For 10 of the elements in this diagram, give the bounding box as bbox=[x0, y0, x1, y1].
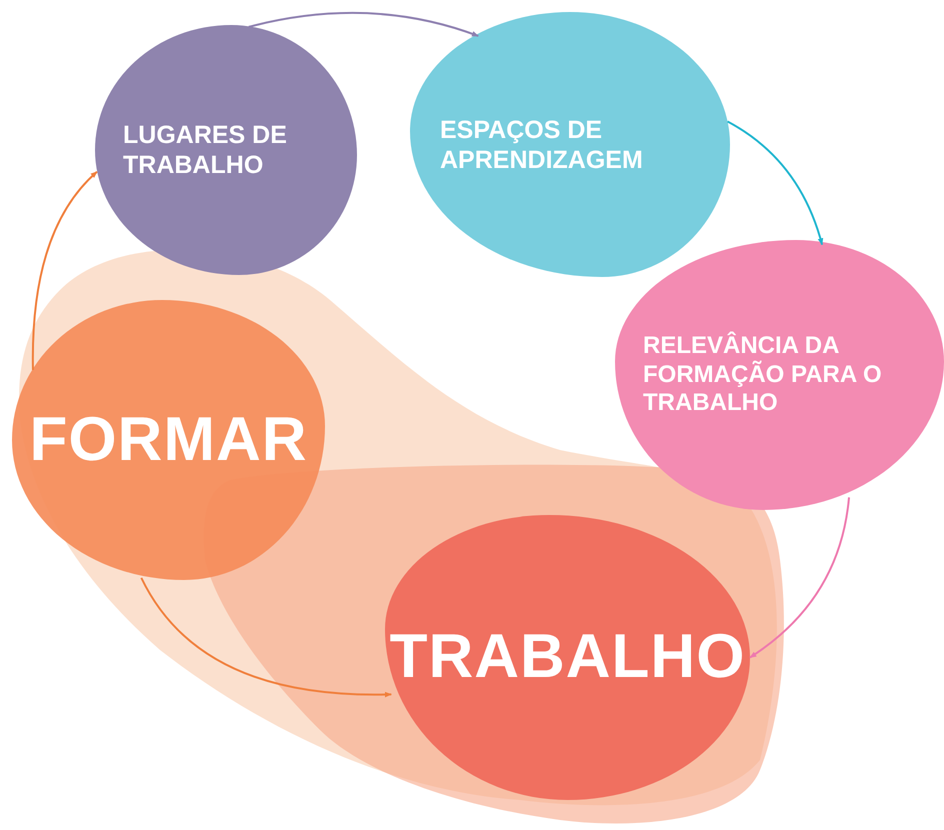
arrow bbox=[727, 120, 824, 246]
node-label: ESPAÇOS DE APRENDIZAGEM bbox=[440, 114, 644, 174]
arrow bbox=[749, 497, 850, 658]
node-label: FORMAR bbox=[29, 404, 308, 476]
node-label: LUGARES DE TRABALHO bbox=[123, 120, 288, 180]
arrow bbox=[140, 577, 392, 698]
arrow bbox=[32, 170, 98, 370]
node-label: TRABALHO bbox=[390, 621, 746, 694]
node-label: RELEVÂNCIA DA FORMAÇÃO PARA O TRABALHO bbox=[643, 332, 883, 418]
arrow bbox=[248, 12, 479, 37]
